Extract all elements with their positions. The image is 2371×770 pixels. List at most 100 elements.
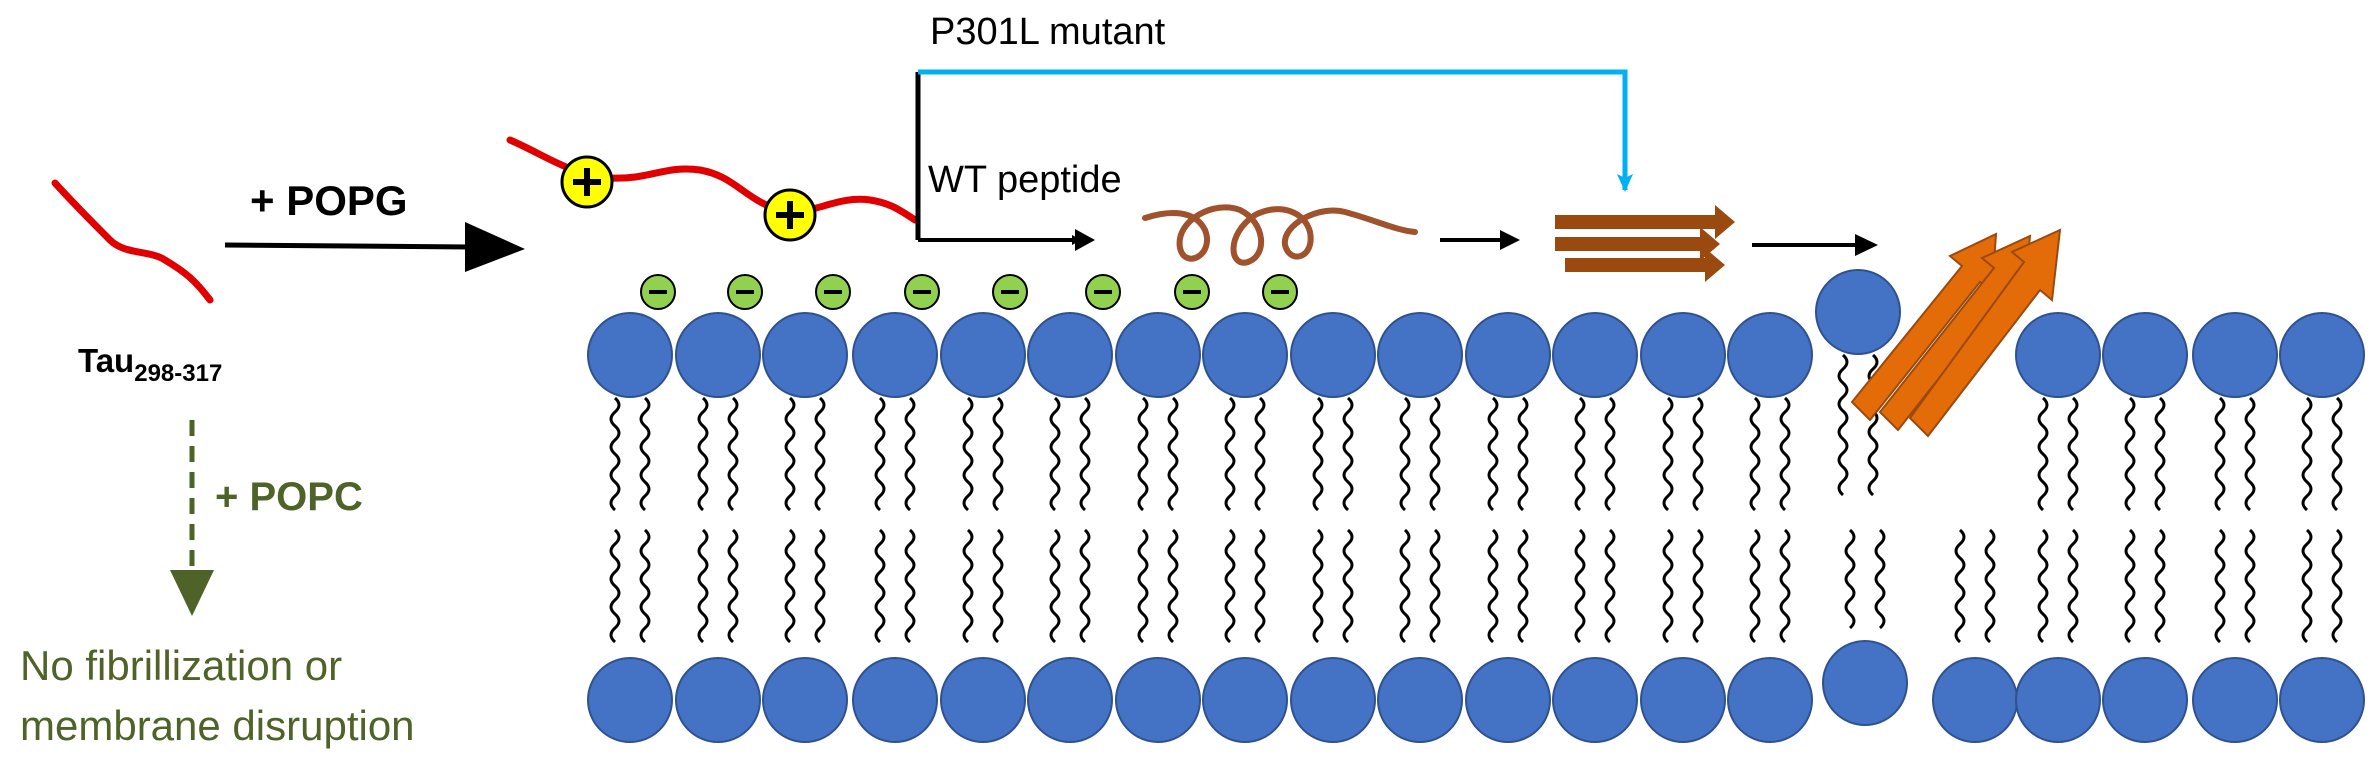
lipid-tail [1749,396,1761,512]
lipid-tail [1574,396,1586,512]
membrane-inserted-fibril [1850,228,2062,438]
lipid-tail [1167,396,1179,512]
lipid-tail [2214,396,2226,512]
lipid-head [1202,312,1288,398]
lipid-tail [609,528,621,644]
lipid-head [940,657,1026,743]
lipid-tail [1049,528,1061,644]
popg-arrow-shaft [224,242,471,250]
lipid-tail [962,528,974,644]
lipid-tail [1079,396,1091,512]
lipid-head [1815,269,1901,355]
lipid-tail [904,396,916,512]
lipid-tail [2244,396,2256,512]
popc-label: + POPC [215,475,363,519]
helix-to-sheet-arrowhead [1500,230,1520,250]
lipid-tail [639,528,651,644]
lipid-tail [2124,528,2136,644]
lipid-head [2102,312,2188,398]
lipid-head [940,312,1026,398]
minus-charge-icon [1262,274,1298,310]
lipid-tail [784,528,796,644]
lipid-head [762,657,848,743]
lipid-tail [814,396,826,512]
lipid-head [1027,312,1113,398]
lipid-head [1290,312,1376,398]
lipid-tail [2301,396,2313,512]
lipid-tail [1844,528,1856,630]
lipid-tail [2154,528,2166,644]
lipid-tail [2037,396,2049,512]
popg-label: + POPG [250,177,408,224]
lipid-tail [784,396,796,512]
lipid-head [852,657,938,743]
lipid-head [1465,657,1551,743]
lipid-head [675,657,761,743]
lipid-tail [1749,528,1761,644]
minus-charge-icon [992,274,1028,310]
lipid-head [1640,312,1726,398]
alpha-helix [1142,204,1418,266]
p301l-label: P301L mutant [930,11,1166,53]
lipid-head [1115,312,1201,398]
lipid-tail [1254,396,1266,512]
lipid-tail [1604,396,1616,512]
tau-label-main: Tau [78,342,134,379]
lipid-tail [1312,396,1324,512]
lipid-head [2279,657,2365,743]
lipid-tail [1779,528,1791,644]
lipid-tail [1487,396,1499,512]
lipid-tail [1399,396,1411,512]
lipid-tail [1517,528,1529,644]
lipid-tail [697,528,709,644]
lipid-tail [1487,528,1499,644]
lipid-tail [2037,528,2049,644]
popc-arrowhead [170,570,214,616]
lipid-tail [1662,396,1674,512]
lipid-tail [1224,528,1236,644]
lipid-head [1115,657,1201,743]
lipid-tail [1137,396,1149,512]
lipid-tail [1692,396,1704,512]
lipid-tail [1574,528,1586,644]
lipid-tail [2301,528,2313,644]
lipid-tail [1837,353,1849,497]
sheet-to-fibril-arrowhead [1855,234,1878,256]
tau-peptide-free [51,179,214,304]
lipid-tail [1312,528,1324,644]
lipid-head [2192,312,2278,398]
lipid-tail [1079,528,1091,644]
lipid-head [762,312,848,398]
minus-charge-icon [815,274,851,310]
lipid-head [587,657,673,743]
lipid-tail [1137,528,1149,644]
lipid-head [1727,312,1813,398]
lipid-head [1290,657,1376,743]
lipid-tail [2067,396,2079,512]
lipid-head [1377,312,1463,398]
lipid-head [1640,657,1726,743]
lipid-tail [874,396,886,512]
lipid-tail [1167,528,1179,644]
result-text-line2: membrane disruption [20,702,415,749]
lipid-tail [2244,528,2256,644]
lipid-tail [1254,528,1266,644]
minus-charge-icon [904,274,940,310]
tau-label: Tau298-317 [78,342,222,387]
lipid-tail [1429,528,1441,644]
lipid-head [2102,657,2188,743]
lipid-tail [727,396,739,512]
lipid-head [1727,657,1813,743]
lipid-tail [697,396,709,512]
lipid-tail [992,396,1004,512]
lipid-tail [1692,528,1704,644]
lipid-tail [1874,528,1886,630]
popg-arrowhead [465,222,525,272]
lipid-head [1932,657,2018,743]
lipid-tail [1779,396,1791,512]
lipid-tail [1604,528,1616,644]
lipid-tail [1954,528,1966,644]
plus-charge-icon [763,188,817,242]
lipid-tail [609,396,621,512]
